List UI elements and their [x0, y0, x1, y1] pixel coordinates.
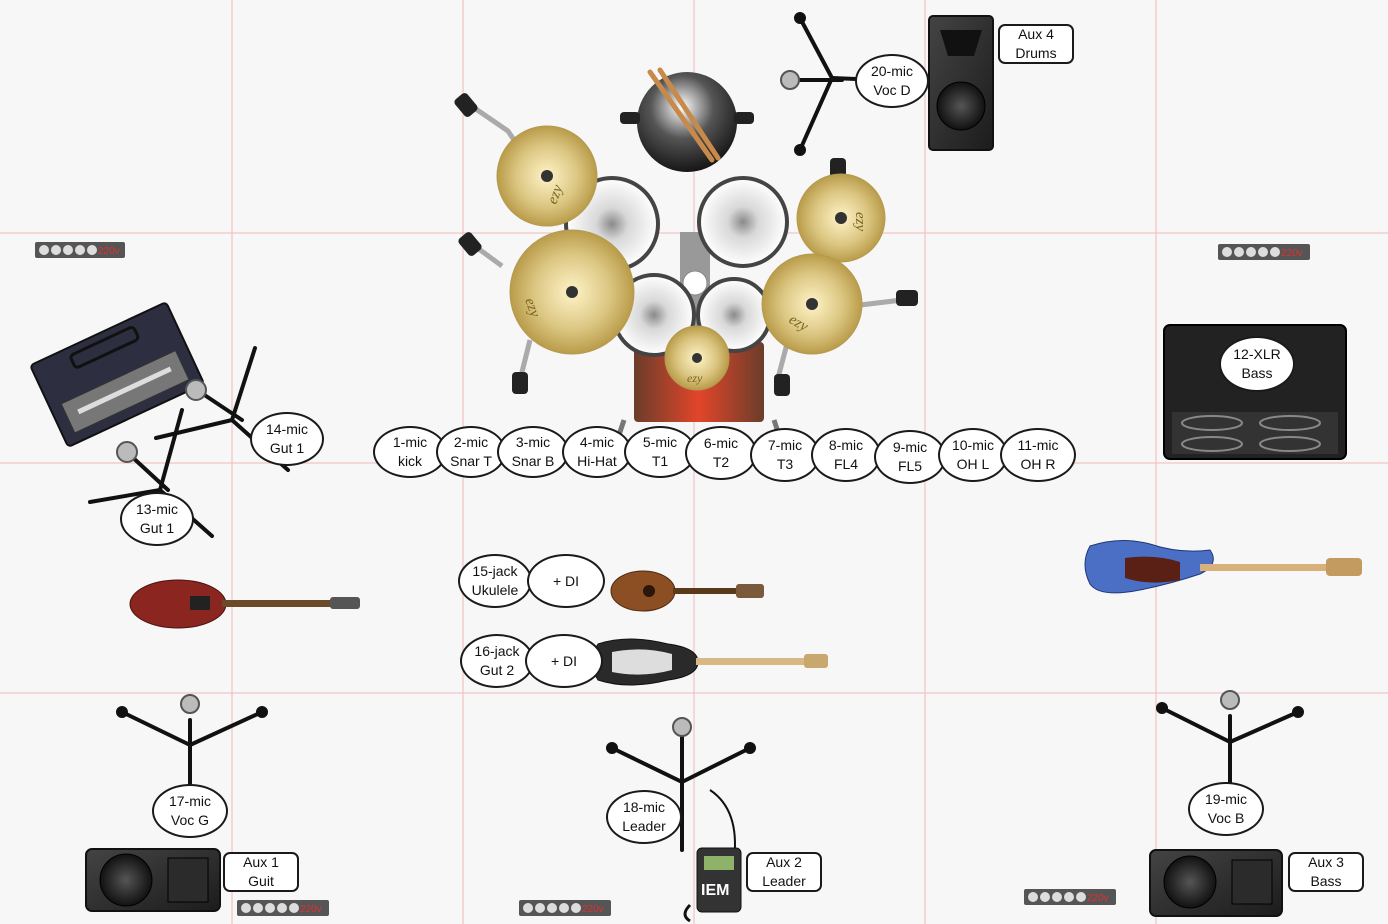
mic-stand-voc-d — [780, 12, 882, 156]
wedge-aux-3 — [1149, 849, 1283, 917]
guitar-amp — [30, 302, 204, 447]
bass-amp — [1163, 324, 1347, 460]
ukulele — [610, 570, 764, 612]
cymbal-brand: ezy — [521, 296, 543, 320]
cymbal-brand: ezy — [687, 371, 703, 385]
mic-stand-voc-b — [1156, 690, 1304, 792]
wedge-aux-1 — [85, 848, 221, 912]
mic-stand-voc-g — [116, 694, 268, 792]
power-strip-label: 220v — [1281, 248, 1303, 259]
power-strip: 220v — [519, 900, 611, 916]
power-strip: 220v — [35, 242, 125, 258]
mic-stand-leader — [606, 717, 756, 852]
drum-kit: ezy ezy ezy ezy ezy — [454, 67, 918, 439]
tom-2 — [697, 176, 789, 268]
power-strip: 220v — [1218, 244, 1310, 260]
power-strip-label: 220v — [582, 904, 604, 915]
di-label-ukulele: + DI — [527, 554, 605, 608]
power-strip: 220v — [237, 900, 329, 916]
electric-guitar-red — [129, 579, 360, 629]
power-strip-label: 220v — [1087, 893, 1109, 904]
electric-guitar-black — [591, 638, 828, 686]
cymbal-brand: ezy — [545, 183, 567, 207]
speaker-aux-4 — [928, 15, 994, 151]
power-strip-label: 220v — [300, 904, 322, 915]
power-strip-label: 220v — [98, 246, 120, 257]
cymbal-brand: ezy — [852, 212, 868, 231]
bass-guitar — [1084, 540, 1362, 594]
drumsticks-icon — [647, 67, 721, 163]
di-label-gut-2: + DI — [525, 634, 603, 688]
iem-pack: IEM — [683, 789, 742, 923]
iem-label: IEM — [701, 882, 729, 899]
power-strip: 220v — [1024, 889, 1116, 905]
